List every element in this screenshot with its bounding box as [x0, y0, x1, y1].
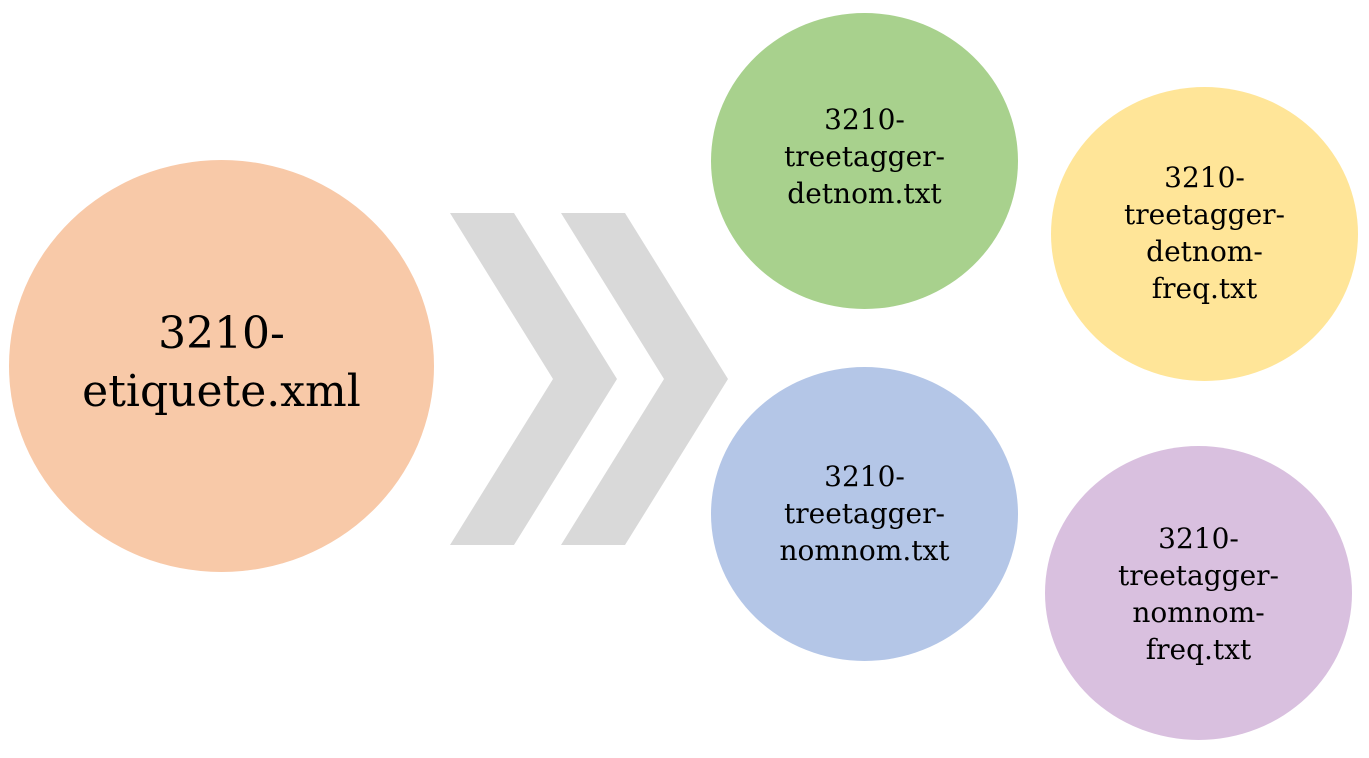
output-file-node-detnom-freq: 3210- treetagger- detnom- freq.txt: [1051, 87, 1358, 381]
output-file-label: 3210-: [1158, 522, 1239, 555]
source-file-label: 3210-: [158, 308, 285, 359]
output-file-label: nomnom-: [1132, 596, 1265, 629]
output-file-node-detnom: 3210- treetagger- detnom.txt: [711, 13, 1018, 309]
output-file-label: nomnom.txt: [779, 533, 950, 567]
output-file-label: 3210-: [1164, 161, 1245, 194]
chevron-arrow-icon: [561, 213, 728, 545]
source-file-label: etiquete.xml: [82, 366, 361, 417]
output-file-label: treetagger-: [784, 139, 945, 173]
output-file-label: detnom.txt: [787, 176, 942, 210]
output-file-label: detnom-: [1146, 235, 1263, 268]
output-file-label: 3210-: [824, 102, 905, 136]
output-file-label: treetagger-: [1124, 198, 1285, 231]
output-file-label: freq.txt: [1145, 633, 1252, 666]
output-file-label: treetagger-: [783, 496, 945, 530]
output-file-label: freq.txt: [1151, 272, 1258, 305]
output-file-label: 3210-: [824, 459, 905, 493]
chevron-arrow-icon: [450, 213, 617, 545]
output-file-node-nomnom-freq: 3210- treetagger- nomnom- freq.txt: [1045, 446, 1352, 740]
output-file-node-nomnom: 3210- treetagger- nomnom.txt: [711, 367, 1018, 661]
source-file-node: 3210- etiquete.xml: [9, 160, 434, 572]
output-file-label: treetagger-: [1118, 559, 1279, 592]
